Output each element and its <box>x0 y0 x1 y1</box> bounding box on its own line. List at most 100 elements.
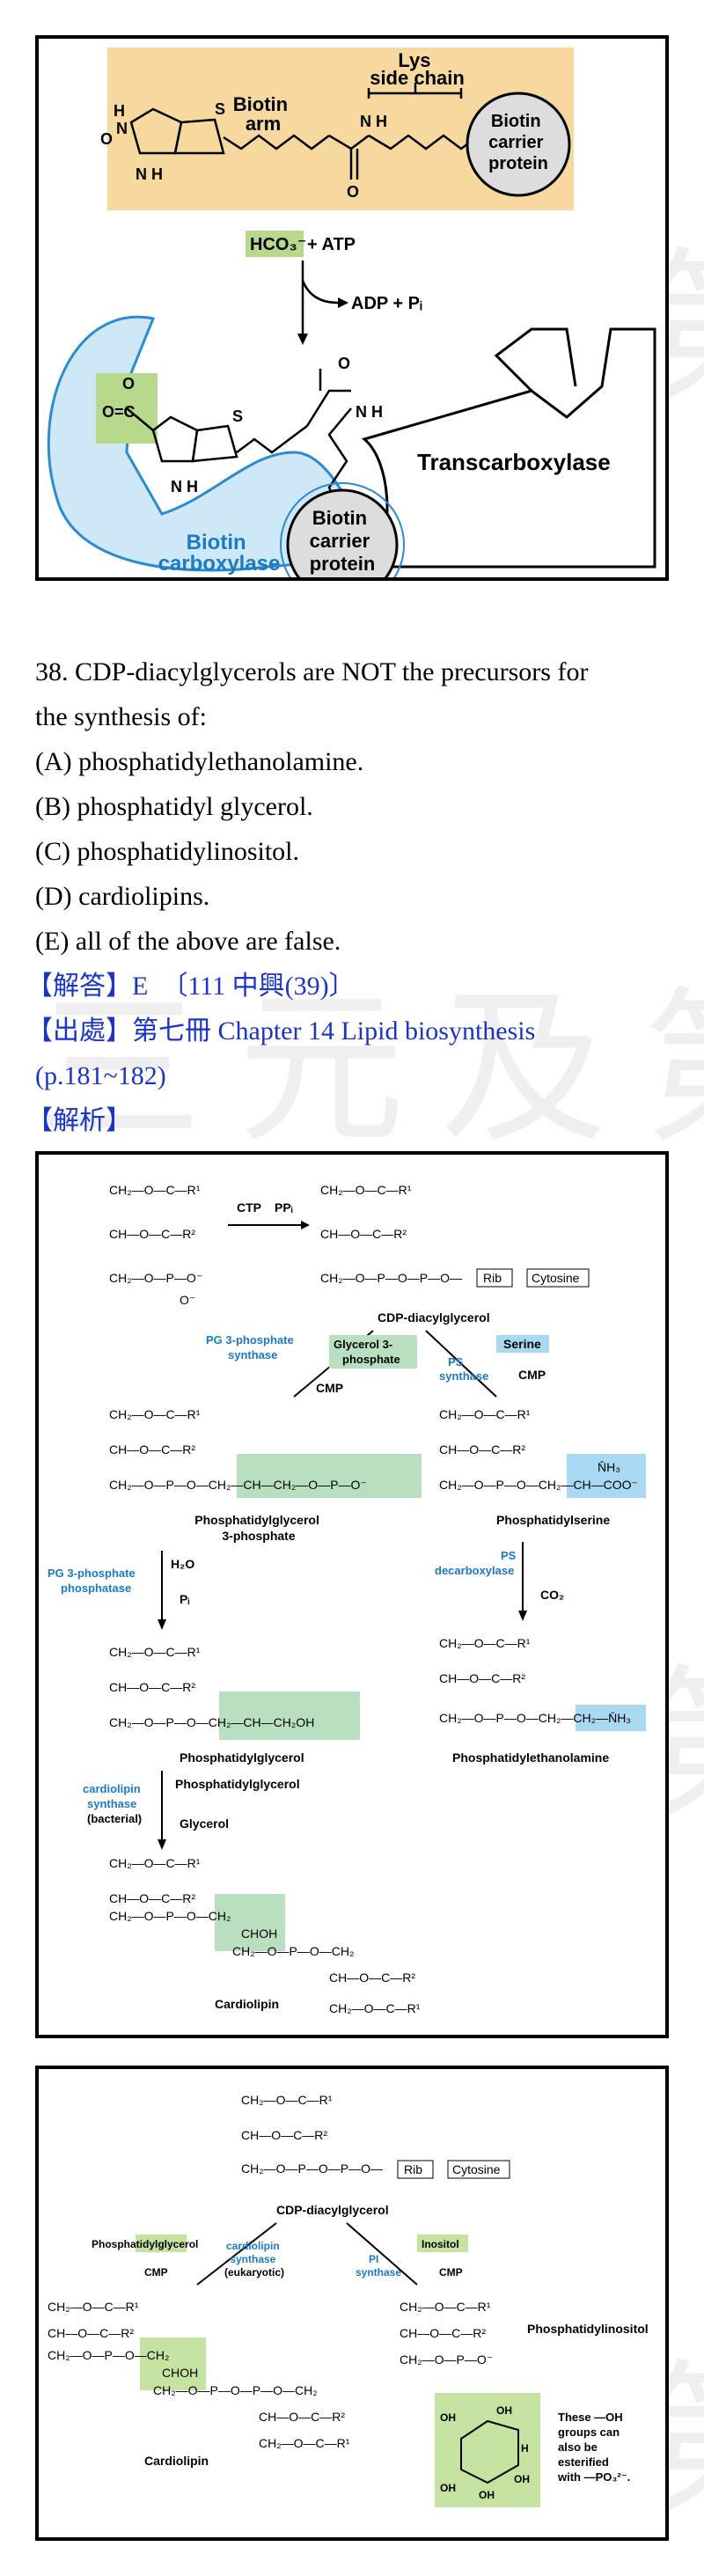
pgp-line: Phosphatidylglycerol <box>194 1513 319 1527</box>
arrow-head <box>301 1221 310 1229</box>
pi-label: Pᵢ <box>180 1592 189 1606</box>
rib-box <box>397 2160 434 2179</box>
arrow-head <box>518 1611 527 1621</box>
svg-text:CH₂—O—P—O⁻: CH₂—O—P—O⁻ <box>109 1271 202 1285</box>
cdp-dag-structure: CH₂—O—C—R¹ CH—O—C—R² CH₂—O—P—O—P—O— <box>241 2093 383 2176</box>
enzyme-line: synthase <box>439 1369 488 1383</box>
svg-text:O: O <box>338 355 350 372</box>
g3p-line: phosphate <box>342 1353 400 1366</box>
transcarboxylase-enzyme <box>361 327 656 569</box>
svg-text:CHOH: CHOH <box>241 1926 277 1941</box>
inositol-ring-highlight <box>435 2393 540 2507</box>
lys-label-line: side chain <box>370 67 465 89</box>
svg-text:CH₂—O—C—R¹: CH₂—O—C—R¹ <box>439 1407 531 1421</box>
option-d: (D) cardiolipins. <box>35 882 210 911</box>
carrier-bottom-line: carrier <box>310 530 370 552</box>
ps-structure: CH₂—O—C—R¹ CH—O—C—R² CH₂—O—P—O—CH₂—CH—CO… <box>439 1407 638 1492</box>
g3p-line: Glycerol 3- <box>334 1338 392 1351</box>
ps-decarboxylase-label: PS decarboxylase <box>435 1549 519 1577</box>
pathway-figure-svg: CH₂—O—C—R¹ CH—O—C—R² CH₂—O—P—O⁻ O⁻ CTP P… <box>48 1183 646 2015</box>
cmp-left-label: CMP <box>144 2266 168 2279</box>
enzyme-line: PG 3-phosphate <box>48 1567 136 1580</box>
question-stem-line1: 38. CDP-diacylglycerols are NOT the prec… <box>35 657 589 686</box>
cytosine-box <box>447 2160 510 2179</box>
svg-text:CH—O—C—R²: CH—O—C—R² <box>439 1671 525 1685</box>
carrier-top-line: carrier <box>488 133 543 152</box>
svg-text:CH—O—C—R²: CH—O—C—R² <box>329 1971 415 1985</box>
cytosine-box <box>526 1268 590 1288</box>
svg-text:OH: OH <box>440 2411 456 2424</box>
svg-text:CH₂—O—P—O—CH₂: CH₂—O—P—O—CH₂ <box>232 1944 354 1958</box>
answer-line: 【解答】E 〔111 中興(39)〕 <box>26 972 356 1001</box>
cardiolipin-glycerol-highlight <box>215 1894 285 1951</box>
pg-reactant-label: Phosphatidylglycerol <box>92 2238 198 2250</box>
pe-label: Phosphatidylethanolamine <box>452 1750 609 1765</box>
serine-headgroup-highlight <box>567 1454 646 1498</box>
figure-cardiolipin-pi-synthesis: CH₂—O—C—R¹ CH—O—C—R² CH₂—O—P—O—P—O— Rib … <box>35 2066 669 2541</box>
biotin-carboxylase-label: Biotin carboxylase <box>158 531 281 576</box>
ptdins-label: Phosphatidylinositol <box>527 2322 649 2336</box>
svg-text:CH₂—O—P—O—P—O—: CH₂—O—P—O—P—O— <box>320 1271 462 1285</box>
svg-text:CH₂—O—C—R¹: CH₂—O—C—R¹ <box>241 2093 333 2107</box>
eukaryotic-figure-svg: CH₂—O—C—R¹ CH—O—C—R² CH₂—O—P—O—P—O— Rib … <box>48 2093 649 2507</box>
svg-text:N̄H₃: N̄H₃ <box>598 1460 620 1474</box>
rib-box <box>476 1268 513 1288</box>
enzyme-line: cardiolipin <box>83 1782 141 1795</box>
question-stem-line2: the synthesis of: <box>35 702 207 731</box>
carrier-top-line: protein <box>488 154 548 173</box>
transcarboxylase-label: Transcarboxylase <box>417 449 611 475</box>
pgp-label: Phosphatidylglycerol 3-phosphate <box>194 1513 322 1543</box>
cdp-dag-structure: CH₂—O—C—R¹ CH—O—C—R² CH₂—O—P—O—P—O— <box>320 1183 462 1285</box>
enzyme-line: phosphatase <box>61 1582 131 1595</box>
cl-synthase-bact-label: cardiolipin synthase (bacterial) <box>83 1782 143 1825</box>
adp-side-arrow <box>301 280 339 305</box>
carrier-bottom-line: protein <box>310 553 376 575</box>
svg-text:O: O <box>100 130 113 148</box>
svg-text:CH—O—C—R²: CH—O—C—R² <box>109 1680 195 1694</box>
svg-text:N H: N H <box>360 113 387 130</box>
note-line: esterified <box>558 2455 609 2469</box>
svg-text:N H: N H <box>136 165 163 183</box>
enzyme-line: synthase <box>356 2266 401 2279</box>
svg-text:CH₂—O—P—O—CH₂: CH₂—O—P—O—CH₂ <box>109 1909 231 1923</box>
svg-text:OH: OH <box>496 2404 512 2417</box>
enzyme-line: synthase <box>87 1797 136 1810</box>
rib-label: Rib <box>483 1271 502 1285</box>
transcarboxylase-notch <box>494 327 577 393</box>
svg-text:S: S <box>215 100 225 118</box>
carrier-protein-top-label: Biotin carrier protein <box>488 112 548 173</box>
inositol-label: Inositol <box>422 2238 459 2250</box>
hco3-label: HCO₃⁻ <box>250 235 306 254</box>
svg-text:CH₂—O—P—O⁻: CH₂—O—P—O⁻ <box>400 2352 493 2367</box>
svg-text:CH₂—O—P—O—CH₂—CH—CH₂OH: CH₂—O—P—O—CH₂—CH—CH₂OH <box>109 1715 314 1729</box>
biotin-arm-line: arm <box>246 113 281 135</box>
svg-text:CH₂—O—C—R¹: CH₂—O—C—R¹ <box>109 1645 201 1659</box>
ps-synthase-label: PS synthase <box>439 1355 488 1383</box>
carrier-protein-top <box>466 92 571 197</box>
svg-text:CH—O—C—R²: CH—O—C—R² <box>48 2326 134 2340</box>
pgp-headgroup-highlight <box>237 1454 422 1498</box>
source-line2: (p.181~182) <box>35 1061 166 1090</box>
svg-text:CH₂—O—C—R¹: CH₂—O—C—R¹ <box>439 1636 531 1650</box>
pg-headgroup-highlight <box>219 1692 360 1740</box>
enzyme-line: decarboxylase <box>435 1564 514 1577</box>
ps-label: Phosphatidylserine <box>496 1513 610 1527</box>
pg-structure: CH₂—O—C—R¹ CH—O—C—R² CH₂—O—P—O—CH₂—CH—CH… <box>109 1645 314 1729</box>
h2o-label: H₂O <box>171 1557 194 1571</box>
serine-label: Serine <box>503 1337 541 1351</box>
inositol-highlight <box>417 2235 468 2252</box>
svg-text:O=C: O=C <box>102 403 136 421</box>
enzyme-line: synthase <box>228 1348 277 1361</box>
pg-reactant-label: Phosphatidylglycerol <box>175 1777 300 1791</box>
ps-synthase-arrow <box>425 1330 497 1398</box>
serine-highlight <box>496 1335 549 1353</box>
svg-text:CH₂—O—C—R¹: CH₂—O—C—R¹ <box>259 2436 350 2450</box>
enzyme-line: (bacterial) <box>87 1812 142 1825</box>
cl-synthase-euk-label: cardiolipin synthase (eukaryotic) <box>224 2240 284 2279</box>
svg-text:CH₂—O—P—O—CH₂—CH₂—N̄H₃: CH₂—O—P—O—CH₂—CH₂—N̄H₃ <box>439 1711 631 1725</box>
svg-text:CH₂—O—P—O—P—O—CH₂: CH₂—O—P—O—P—O—CH₂ <box>153 2383 318 2397</box>
enzyme-line: PS <box>501 1549 517 1562</box>
svg-text:CH₂—O—P—O—CH₂: CH₂—O—P—O—CH₂ <box>48 2348 169 2362</box>
svg-text:CH₂—O—C—R¹: CH₂—O—C—R¹ <box>48 2300 139 2314</box>
option-a: (A) phosphatidylethanolamine. <box>35 747 364 776</box>
